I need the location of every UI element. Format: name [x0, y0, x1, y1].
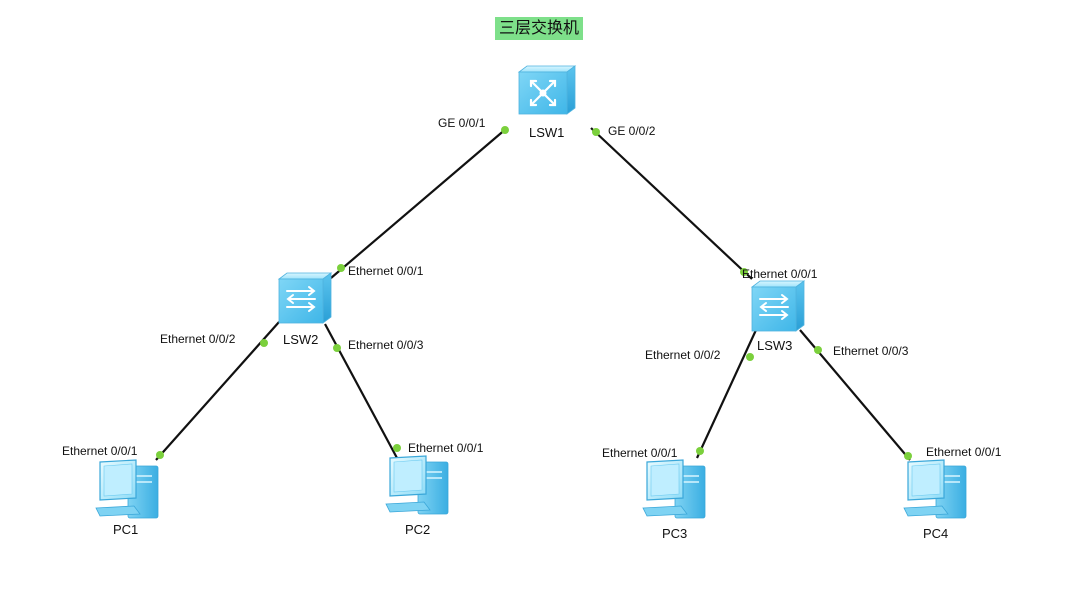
pc-icon[interactable]	[95, 459, 159, 519]
device-label-pc3: PC3	[662, 526, 688, 541]
port-dot-lsw2-e002[interactable]	[260, 339, 268, 347]
link-lsw1-lsw2[interactable]	[330, 127, 508, 279]
port-dot-lsw3-e002[interactable]	[746, 353, 754, 361]
port-label-lsw1-ge002: GE 0/0/2	[608, 124, 656, 138]
pc-icon[interactable]	[385, 455, 449, 515]
link-lsw1-lsw3[interactable]	[590, 127, 753, 280]
port-dot-pc4-e001[interactable]	[904, 452, 912, 460]
topology-title: 三层交换机	[495, 17, 584, 40]
port-dot-lsw1-ge002[interactable]	[592, 128, 600, 136]
port-dot-lsw3-e001[interactable]	[740, 268, 748, 276]
port-dot-pc1-e001[interactable]	[156, 451, 164, 459]
port-dot-pc3-e001[interactable]	[696, 447, 704, 455]
port-label-pc3-e001: Ethernet 0/0/1	[602, 446, 678, 460]
pc-icon[interactable]	[642, 459, 706, 519]
port-dot-layer	[156, 126, 912, 460]
pc-icon[interactable]	[903, 459, 967, 519]
port-label-lsw1-ge001: GE 0/0/1	[438, 116, 486, 130]
device-label-lsw1: LSW1	[529, 125, 565, 140]
port-label-lsw3-e003: Ethernet 0/0/3	[833, 344, 909, 358]
device-label-pc1: PC1	[113, 522, 139, 537]
switch-icon[interactable]	[277, 272, 333, 324]
port-label-lsw3-e001: Ethernet 0/0/1	[742, 267, 818, 281]
link-lsw3-pc3[interactable]	[696, 329, 757, 459]
device-label-pc4: PC4	[923, 526, 949, 541]
device-label-lsw2: LSW2	[283, 332, 319, 347]
port-label-pc4-e001: Ethernet 0/0/1	[926, 445, 1002, 459]
device-label-lsw3: LSW3	[757, 338, 793, 353]
switch-icon[interactable]	[750, 280, 806, 332]
port-dot-lsw1-ge001[interactable]	[501, 126, 509, 134]
port-label-lsw2-e002: Ethernet 0/0/2	[160, 332, 236, 346]
port-label-pc1-e001: Ethernet 0/0/1	[62, 444, 138, 458]
device-label-pc2: PC2	[405, 522, 431, 537]
port-dot-pc2-e001[interactable]	[393, 444, 401, 452]
link-lsw2-pc1[interactable]	[155, 321, 280, 461]
port-label-lsw2-e003: Ethernet 0/0/3	[348, 338, 424, 352]
layer3-switch-icon[interactable]	[517, 65, 577, 115]
port-dot-lsw2-e001[interactable]	[337, 264, 345, 272]
port-dot-lsw2-e003[interactable]	[333, 344, 341, 352]
port-label-pc2-e001: Ethernet 0/0/1	[408, 441, 484, 455]
port-dot-lsw3-e003[interactable]	[814, 346, 822, 354]
port-label-lsw2-e001: Ethernet 0/0/1	[348, 264, 424, 278]
port-label-lsw3-e002: Ethernet 0/0/2	[645, 348, 721, 362]
